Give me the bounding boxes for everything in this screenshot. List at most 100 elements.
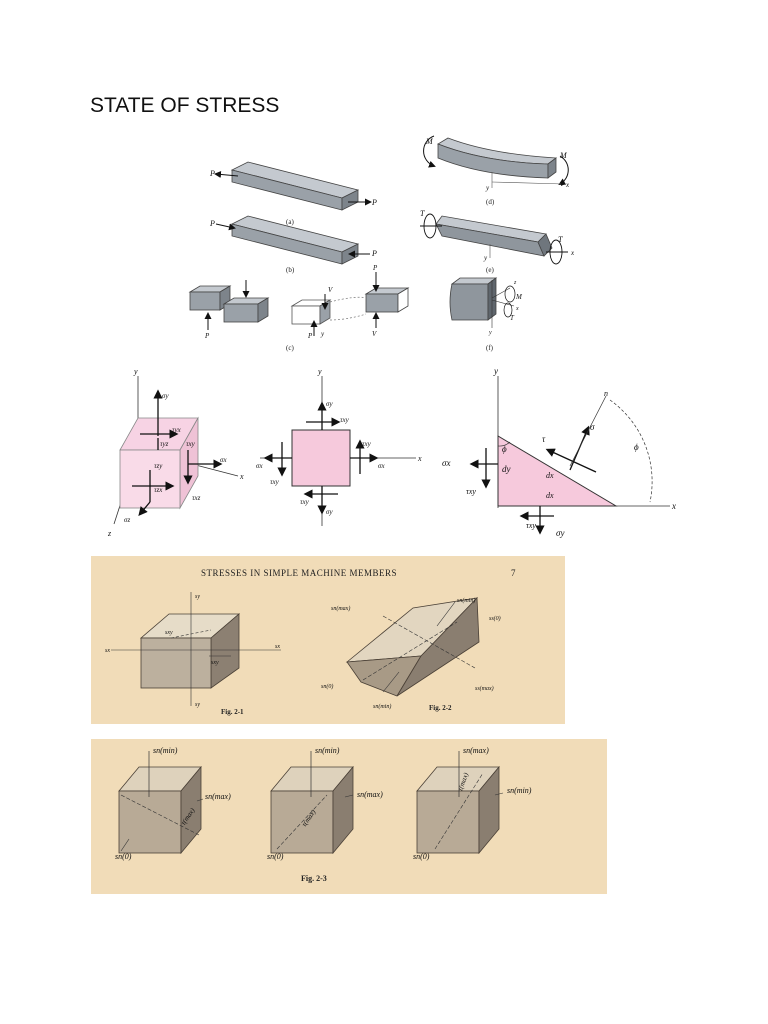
sigma-x-left: σx <box>256 462 263 470</box>
caption-f: (f) <box>486 344 494 352</box>
label-p: P <box>204 332 210 340</box>
sigma-x-right: σx <box>378 462 385 470</box>
sigma-y-label: σy <box>162 392 169 400</box>
document-title: STATE OF STRESS <box>90 94 280 117</box>
label-y: y <box>485 184 490 192</box>
cube-axis-x: x <box>239 472 244 481</box>
label-y: y <box>488 330 492 336</box>
tau-yx-label: τyx <box>172 426 182 434</box>
caption-a: (a) <box>286 218 294 226</box>
fig-2-3-cube-1: sn(min) sn(max) τ(max) sn(0) <box>115 746 231 861</box>
label-p: P <box>372 264 378 272</box>
s-y-bottom: sy <box>195 702 200 708</box>
s-xy-1: sxy <box>165 630 173 636</box>
beam-bending-d: M M x y (d) <box>423 135 570 206</box>
stress-elements-figure: y x z σy σx σz τyx τyz τxy τxz τzy τzx y… <box>100 366 690 546</box>
sigma-z-label: σz <box>124 516 130 524</box>
label-p: P <box>209 169 215 178</box>
label-m: M <box>515 293 523 301</box>
label-z: z <box>513 280 517 286</box>
combined-load-f: z M x T y (f) <box>449 277 523 352</box>
label-v: V <box>328 286 333 294</box>
dy-label: dy <box>502 464 511 474</box>
phi-angle-2: ϕ <box>634 442 639 452</box>
fig-2-1-cube: sy sy sx sx sxy sxy Fig. 2-1 <box>105 592 281 716</box>
label-p: P <box>209 219 215 228</box>
wedge-axis-y: y <box>493 366 498 376</box>
wedge-axis-n: n <box>604 389 608 398</box>
bar-tension-a: P P (a) <box>209 161 377 226</box>
sigma-y-label: σy <box>556 528 564 538</box>
fig-2-2-caption: Fig. 2-2 <box>429 704 452 712</box>
fig-2-3-cube-2: sn(min) sn(max) τ(max) sn(0) <box>267 746 383 861</box>
label-t: T <box>420 209 425 218</box>
cube-1-label-2: sn(max) <box>205 792 231 801</box>
tau-xy-bottom: τxy <box>300 498 310 506</box>
cube-2-label-1: sn(min) <box>315 746 340 755</box>
s-y-top: sy <box>195 594 200 600</box>
fig-2-2-label-2: sn(min) <box>457 597 475 604</box>
label-p: P <box>307 332 313 340</box>
caption-b: (b) <box>286 266 295 274</box>
label-m: M <box>559 151 568 160</box>
tau-xy-right: τxy <box>362 440 372 448</box>
fig-2-2-label-5: ss(max) <box>475 685 494 692</box>
fig-2-3-caption: Fig. 2-3 <box>301 874 327 883</box>
label-y: y <box>320 330 325 338</box>
label-x: x <box>570 249 575 257</box>
stress-cube-3d: y x z σy σx σz τyx τyz τxy τxz τzy τzx <box>107 367 244 538</box>
direct-shear-c: P P P V V y (c) <box>188 264 410 352</box>
caption-c: (c) <box>286 344 294 352</box>
phi-angle-1: ϕ <box>502 444 507 454</box>
fig-2-2-cube: sn(max) sn(min) ss(0) sn(0) ss(max) sn(m… <box>321 597 501 712</box>
tau-label: τ <box>542 434 546 444</box>
scan-header: STRESSES IN SIMPLE MACHINE MEMBERS <box>201 568 397 578</box>
dx-label-1: dx <box>546 471 554 480</box>
tau-xy-top: τxy <box>340 416 350 424</box>
label-p: P <box>371 198 377 207</box>
scanned-figure-2-3: sn(min) sn(max) τ(max) sn(0) sn(min) sn(… <box>91 739 607 894</box>
cube-axis-y: y <box>133 367 138 376</box>
tau-zx-label: τzx <box>154 486 163 494</box>
fig-2-1-caption: Fig. 2-1 <box>221 708 244 716</box>
cube-3-label-1: sn(max) <box>463 746 489 755</box>
dx-label-2: dx <box>546 491 554 500</box>
sigma-x-label: σx <box>442 458 450 468</box>
cube-2-label-2: sn(max) <box>357 790 383 799</box>
tau-zy-label: τzy <box>154 462 163 470</box>
bar-compression-b: P P (b) <box>209 215 377 274</box>
label-m: M <box>425 137 434 146</box>
scanned-figure-2-1-2-2: STRESSES IN SIMPLE MACHINE MEMBERS 7 sy … <box>91 556 565 724</box>
sigma-y-top: σy <box>326 400 333 408</box>
cube-3-label-2: sn(min) <box>507 786 532 795</box>
sigma-y-bottom: σy <box>326 508 333 516</box>
load-cases-figure: P P (a) P P (b) P P P <box>180 132 590 358</box>
tau-xy-bottom: τxy <box>526 521 536 530</box>
cube-2-label-4: sn(0) <box>267 852 284 861</box>
square-axis-x: x <box>417 454 422 463</box>
square-axis-y: y <box>317 367 322 376</box>
scan-page-number: 7 <box>511 568 516 578</box>
fig-2-2-label-4: sn(0) <box>321 683 333 690</box>
fig-2-3-cube-3: sn(max) sn(min) τ(max) sn(0) <box>413 746 532 861</box>
tau-yz-label: τyz <box>160 440 169 448</box>
label-p: P <box>371 249 377 258</box>
fig-2-2-label-3: ss(0) <box>489 615 501 622</box>
sigma-x-label: σx <box>220 456 227 464</box>
cube-axis-z: z <box>107 529 112 538</box>
caption-d: (d) <box>486 198 495 206</box>
wedge-axis-x: x <box>671 501 676 511</box>
tau-xy-left: τxy <box>466 487 476 496</box>
s-x-left: sx <box>105 648 110 654</box>
tau-xy-left: τxy <box>270 478 280 486</box>
caption-e: (e) <box>486 266 494 274</box>
cube-1-label-1: sn(min) <box>153 746 178 755</box>
s-xy-2: sxy <box>211 660 219 666</box>
label-x: x <box>565 181 570 189</box>
label-v: V <box>372 330 377 338</box>
label-t: T <box>510 314 515 322</box>
fig-2-2-label-1: sn(max) <box>331 605 350 612</box>
cube-1-label-4: sn(0) <box>115 852 132 861</box>
stress-wedge: y x n ϕ ϕ σ τ σx σy τxy τxy dy dx dx <box>442 366 676 538</box>
sigma-label: σ <box>590 422 595 432</box>
